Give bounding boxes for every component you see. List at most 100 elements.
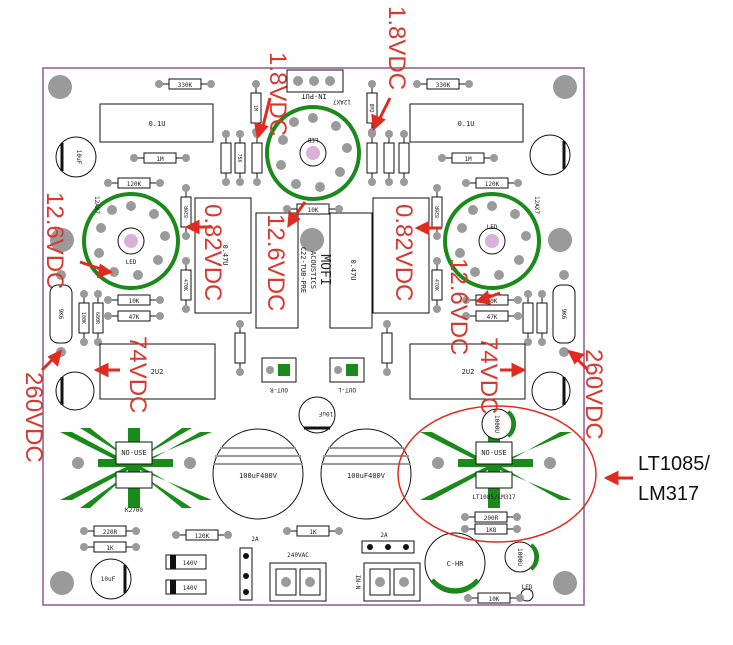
- voltage-cathode-right: 0.82VDC: [390, 204, 417, 301]
- svg-text:0.1U: 0.1U: [458, 120, 475, 128]
- regulator-right: NO-USE LT1085/LM317: [472, 441, 516, 501]
- svg-text:10K: 10K: [129, 298, 140, 305]
- heater-connector: IN-N: [354, 562, 421, 602]
- voltage-plate-right: 74VDC: [475, 337, 502, 414]
- resistor-9k6-right: 9K6: [552, 270, 576, 357]
- resistor-75k-left: 75K: [234, 129, 246, 187]
- svg-text:1M: 1M: [156, 156, 164, 163]
- regulator-left: NO-USE K2700: [115, 441, 153, 514]
- resistor-120k-left: 120K: [103, 177, 165, 189]
- resistor-680r-left: 680R: [92, 289, 104, 347]
- svg-text:MOFI: MOFI: [317, 254, 332, 285]
- svg-text:240VAC: 240VAC: [287, 552, 309, 559]
- voltage-cathode-left: 0.82VDC: [199, 204, 226, 301]
- svg-text:330K: 330K: [436, 82, 451, 89]
- svg-text:120K: 120K: [485, 181, 500, 188]
- capacitor-0.47u-left: 0.47U: [194, 197, 252, 314]
- board-name: MOFI ACOUSTICS C22-TUB-PRE: [299, 247, 332, 293]
- svg-text:2A: 2A: [380, 532, 388, 539]
- voltage-supply-right: 260VDC: [580, 349, 607, 440]
- svg-text:K2700: K2700: [125, 507, 143, 514]
- svg-text:100uF400V: 100uF400V: [239, 472, 278, 480]
- resistor-1m-right: 1M: [437, 152, 499, 164]
- resistor-100k-left: 100K: [78, 289, 90, 347]
- svg-text:140V: 140V: [183, 585, 198, 592]
- svg-text:120K: 120K: [195, 533, 210, 540]
- mounting-holes: [48, 75, 577, 595]
- resistor-820r-right: 820R: [431, 183, 443, 241]
- svg-text:10uF: 10uF: [75, 150, 82, 165]
- resistor-1k8: 1K8: [460, 523, 522, 535]
- voltage-heater-left: 12.6VDC: [41, 192, 68, 289]
- resistor-1m-left: 1M: [129, 152, 191, 164]
- svg-text:IN-N: IN-N: [354, 575, 361, 590]
- resistor-200r: 200R: [460, 511, 522, 523]
- svg-text:LED: LED: [307, 136, 318, 143]
- input-connector: IN-PUT: [286, 69, 344, 100]
- capacitor-1000u-top: 1000U: [481, 408, 516, 440]
- resistor-120k-right: 120K: [461, 177, 523, 189]
- capacitor-100uf400v-right: 100uF400V: [320, 428, 412, 520]
- callout-line1: LT1085/: [638, 453, 710, 475]
- voltage-top-left: 1.8VDC: [264, 52, 291, 136]
- svg-text:ACOUSTICS: ACOUSTICS: [309, 251, 317, 289]
- svg-text:220R: 220R: [103, 529, 118, 536]
- svg-text:330K: 330K: [178, 82, 193, 89]
- svg-text:2U2: 2U2: [462, 368, 475, 376]
- svg-text:12AX7: 12AX7: [533, 196, 540, 214]
- resistor-330k-right: 330K: [412, 78, 474, 90]
- svg-text:2U2: 2U2: [151, 368, 164, 376]
- svg-text:LED: LED: [522, 584, 533, 591]
- resistor-220r: 220R: [79, 525, 141, 537]
- svg-text:OUT-L: OUT-L: [338, 386, 356, 393]
- tube-socket-center: LED 12AX7: [265, 98, 361, 201]
- tube-socket-right: LED 12AX7: [443, 192, 541, 290]
- svg-text:NO-USE: NO-USE: [481, 449, 506, 457]
- fuse-right: 2A: [361, 532, 415, 554]
- svg-text:0.47U: 0.47U: [349, 259, 357, 280]
- voltage-heater-center: 12.6VDC: [262, 214, 289, 311]
- svg-text:47K: 47K: [487, 314, 498, 321]
- resistor-10k-right: 10K: [461, 294, 523, 306]
- svg-text:470K: 470K: [182, 279, 188, 291]
- capacitor-0.47u-center: [255, 212, 299, 329]
- resistor-10k-led: 10K: [463, 592, 525, 604]
- svg-text:10K: 10K: [308, 207, 319, 214]
- svg-text:IN-PUT: IN-PUT: [301, 92, 327, 100]
- svg-text:OUT-R: OUT-R: [270, 386, 288, 393]
- svg-text:2A: 2A: [251, 536, 259, 543]
- resistor-470k-left: 470K: [180, 256, 192, 314]
- svg-text:LED: LED: [126, 259, 137, 266]
- output-connector-left: OUT-L: [329, 357, 365, 393]
- capacitor-0.47u-right-a: 0.47U: [329, 212, 373, 329]
- annotation-arrows: [40, 97, 633, 486]
- svg-text:1K: 1K: [309, 529, 317, 536]
- capacitor-0.1u-right: 0.1U: [409, 103, 524, 143]
- capacitor-1000u-bottom: 1000U: [504, 541, 539, 573]
- capacitor-10uf-top-left: 10uF: [55, 136, 97, 178]
- capacitor-10uf-mid-right: [531, 371, 571, 411]
- resistor-47k-right: 47K: [461, 310, 523, 322]
- resistor-8m2-top-right: 8M2: [366, 79, 378, 137]
- svg-text:680R: 680R: [94, 312, 100, 325]
- svg-text:820R: 820R: [184, 205, 190, 218]
- svg-text:75K: 75K: [236, 153, 242, 162]
- tube-socket-left: LED 12AX7: [82, 192, 180, 290]
- svg-text:1M: 1M: [252, 105, 258, 111]
- svg-text:1000U: 1000U: [516, 548, 523, 566]
- svg-text:10uF: 10uF: [101, 576, 116, 583]
- ac-input-connector: 240VAC: [269, 552, 327, 602]
- capacitor-0.47u-right-b: [372, 197, 430, 314]
- svg-text:100uF400V: 100uF400V: [347, 472, 386, 480]
- svg-text:12AX7: 12AX7: [93, 196, 100, 214]
- svg-text:100K: 100K: [80, 312, 86, 324]
- svg-text:47K: 47K: [129, 314, 140, 321]
- svg-text:1M: 1M: [464, 156, 472, 163]
- resistor-470k-right: 470K: [431, 256, 443, 314]
- svg-text:10uF: 10uF: [318, 410, 333, 417]
- svg-text:820R: 820R: [435, 205, 441, 218]
- svg-text:1K: 1K: [106, 545, 114, 552]
- resistor-820r-left: 820R: [180, 183, 192, 241]
- svg-text:8M2: 8M2: [368, 103, 374, 112]
